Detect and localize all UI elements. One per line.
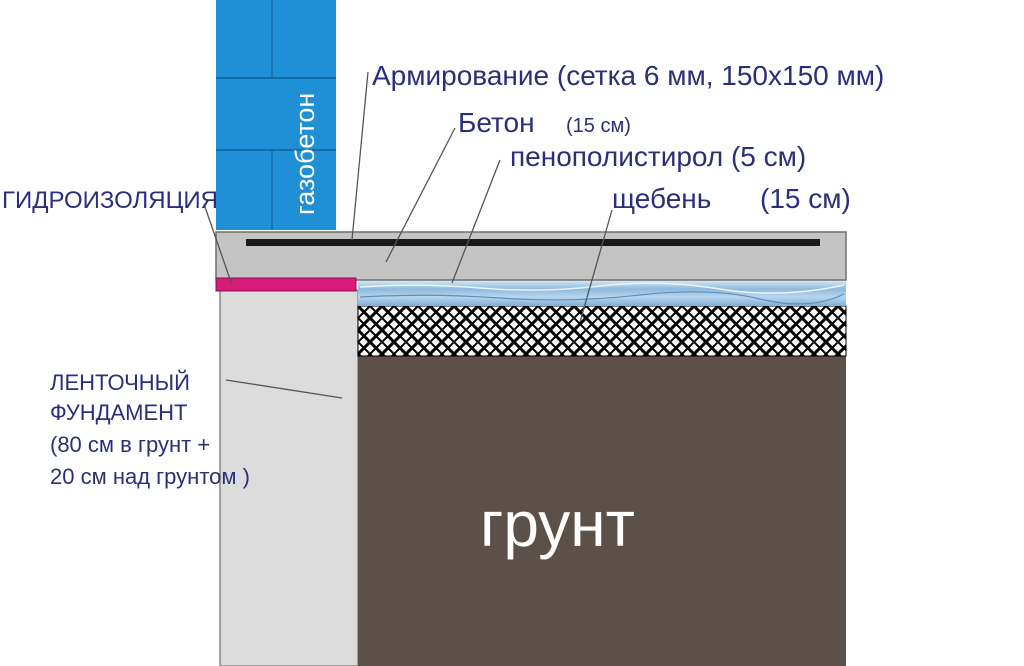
leader-gidroizolyaciya	[203, 203, 233, 286]
beton-label: Бетон	[458, 107, 535, 138]
leader-armirovanie	[351, 71, 369, 241]
beton-thickness-label: (15 см)	[566, 115, 631, 137]
reinforcement-mesh	[246, 239, 820, 246]
penopolistirol-label: пенополистирол (5 см)	[510, 141, 806, 172]
leader-shcheben	[579, 209, 613, 323]
fundament-label-line4: 20 см над грунтом )	[50, 464, 250, 489]
leader-fundament	[225, 379, 343, 399]
gravel-layer	[357, 305, 847, 357]
fundament-label-line1: ЛЕНТОЧНЫЙ	[50, 370, 190, 395]
fundament-label-line2: ФУНДАМЕНТ	[50, 400, 188, 425]
shcheben-thickness-label: (15 см)	[760, 183, 851, 214]
shcheben-label: щебень	[612, 183, 711, 214]
fundament-label-line3: (80 см в грунт +	[50, 432, 210, 457]
leader-penopolistirol	[451, 159, 501, 284]
soil-label: грунт	[480, 488, 635, 560]
leader-lines	[203, 71, 613, 399]
soil-block	[358, 356, 846, 666]
gazobeton-label: газобетон	[290, 93, 320, 215]
gazobeton-wall: газобетон	[216, 0, 336, 230]
gidroizolyaciya-label: ГИДРОИЗОЛЯЦИЯ	[2, 187, 218, 214]
waterproofing-strip	[215, 277, 357, 292]
armirovanie-label: Армирование (сетка 6 мм, 150х150 мм)	[372, 60, 884, 91]
leader-beton	[385, 127, 456, 263]
strip-foundation	[219, 289, 359, 666]
